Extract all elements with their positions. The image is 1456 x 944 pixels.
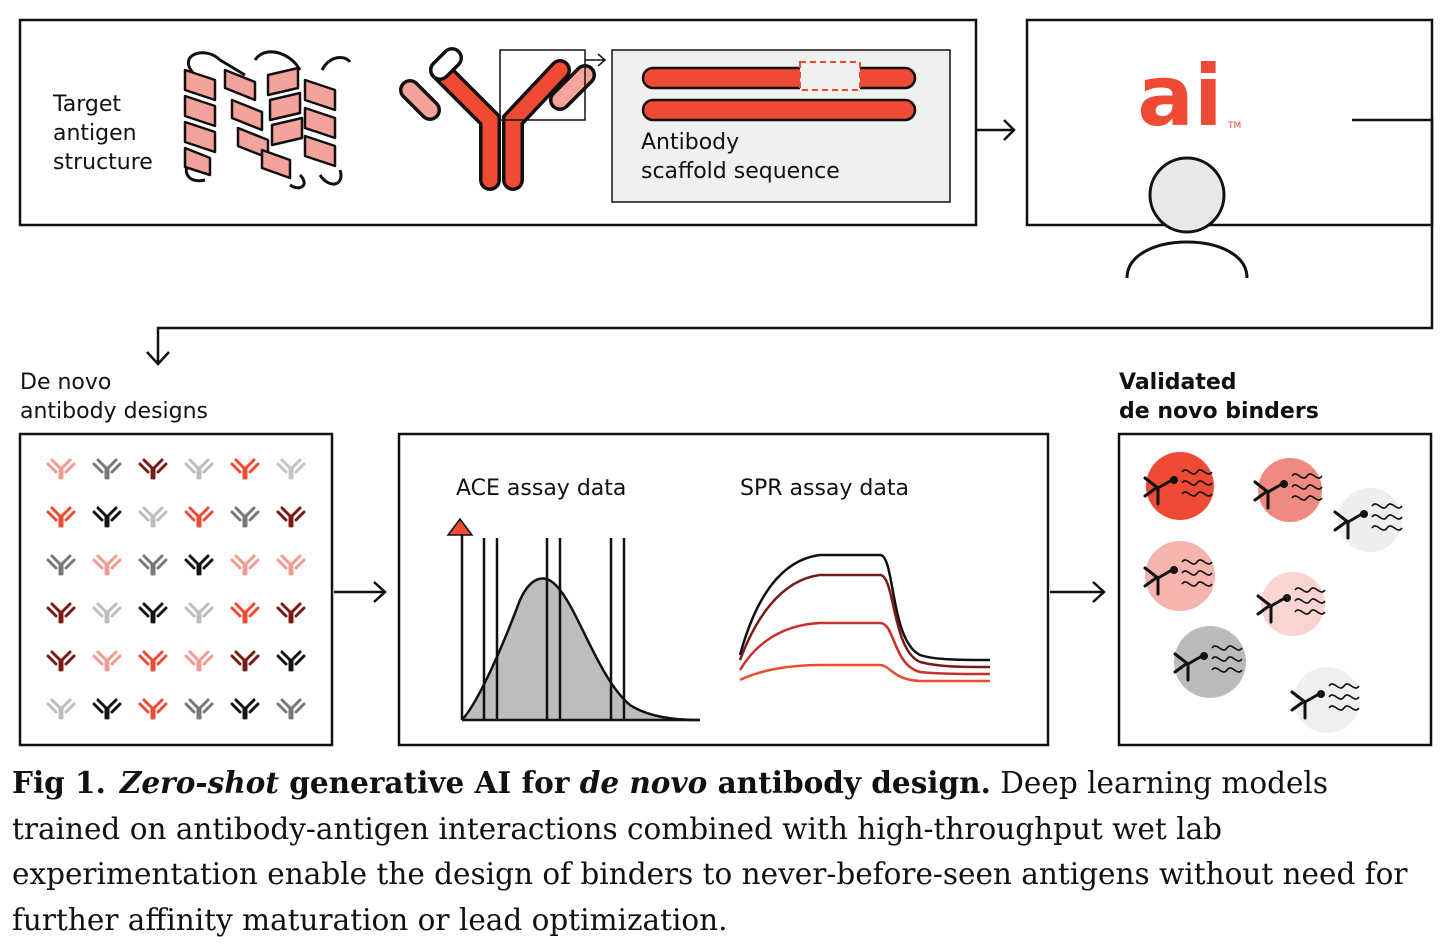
design-antibody-icon [276, 602, 306, 624]
caption-title-end: antibody design. [707, 765, 991, 800]
design-antibody-icon [46, 554, 76, 576]
antigen-label: Target antigen structure [53, 92, 153, 175]
design-grid [46, 458, 306, 720]
connector-line [146, 118, 1434, 366]
antibody-y-icon [399, 47, 596, 191]
zoom-arrow [585, 53, 607, 67]
design-antibody-icon [230, 698, 260, 720]
designs-panel [18, 432, 334, 747]
design-antibody-icon [92, 554, 122, 576]
caption-title-mid: generative AI for [278, 765, 580, 800]
design-antibody-icon [276, 698, 306, 720]
design-antibody-icon [138, 698, 168, 720]
design-antibody-icon [230, 458, 260, 480]
design-antibody-icon [230, 554, 260, 576]
design-antibody-icon [184, 650, 214, 672]
design-antibody-icon [92, 698, 122, 720]
design-antibody-icon [46, 602, 76, 624]
binder-complex [1333, 488, 1403, 552]
design-antibody-icon [230, 506, 260, 528]
person-icon [1120, 156, 1260, 292]
sequence-bars-icon [641, 61, 917, 122]
design-antibody-icon [138, 554, 168, 576]
design-antibody-icon [92, 602, 122, 624]
design-antibody-icon [230, 650, 260, 672]
spr-label: SPR assay data [740, 476, 909, 501]
design-antibody-icon [184, 554, 214, 576]
binder-complex [1143, 452, 1214, 520]
design-antibody-icon [46, 698, 76, 720]
design-antibody-icon [184, 458, 214, 480]
design-antibody-icon [92, 650, 122, 672]
zoom-box [499, 49, 586, 121]
design-antibody-icon [230, 602, 260, 624]
binder-complex [1253, 458, 1323, 522]
design-antibody-icon [138, 506, 168, 528]
design-antibody-icon [184, 602, 214, 624]
design-antibody-icon [184, 698, 214, 720]
workflow-diagram: ai TM [18, 18, 1434, 747]
ace-histogram [446, 517, 700, 722]
design-antibody-icon [46, 458, 76, 480]
design-antibody-icon [46, 506, 76, 528]
design-antibody-icon [138, 458, 168, 480]
design-antibody-icon [184, 506, 214, 528]
figure-caption: Fig 1. Zero-shot generative AI for de nov… [12, 760, 1444, 943]
binder-complex [1256, 572, 1326, 636]
caption-title-italic-1: Zero-shot [119, 765, 279, 800]
binder-complex [1290, 667, 1360, 733]
trademark-mark: TM [1227, 121, 1241, 131]
model-panel [1025, 18, 1434, 227]
designs-title: De novo antibody designs [20, 370, 209, 424]
design-antibody-icon [276, 554, 306, 576]
binder-complex [1143, 541, 1215, 611]
arrow-to-binders [1050, 581, 1106, 603]
design-antibody-icon [92, 458, 122, 480]
spr-sensorgram [738, 553, 991, 683]
scaffold-label: Antibody scaffold sequence [641, 130, 840, 184]
design-antibody-icon [138, 602, 168, 624]
caption-lead: Fig 1. [12, 765, 106, 800]
design-antibody-icon [276, 506, 306, 528]
binders-title: Validated de novo binders [1119, 370, 1319, 424]
antigen-structure-icon [183, 50, 352, 190]
arrow-to-ai [976, 119, 1016, 141]
design-antibody-icon [276, 458, 306, 480]
caption-body: Deep learning models trained on antibody… [12, 766, 1408, 937]
arrow-to-assays [334, 581, 387, 603]
caption-title-italic-2: de novo [579, 765, 708, 800]
design-antibody-icon [138, 650, 168, 672]
design-antibody-icon [46, 650, 76, 672]
ace-label: ACE assay data [456, 476, 627, 501]
binder-complex [1173, 626, 1246, 698]
ai-logo: ai [1137, 47, 1222, 145]
binder-complexes [1143, 452, 1403, 733]
design-antibody-icon [276, 650, 306, 672]
design-antibody-icon [92, 506, 122, 528]
